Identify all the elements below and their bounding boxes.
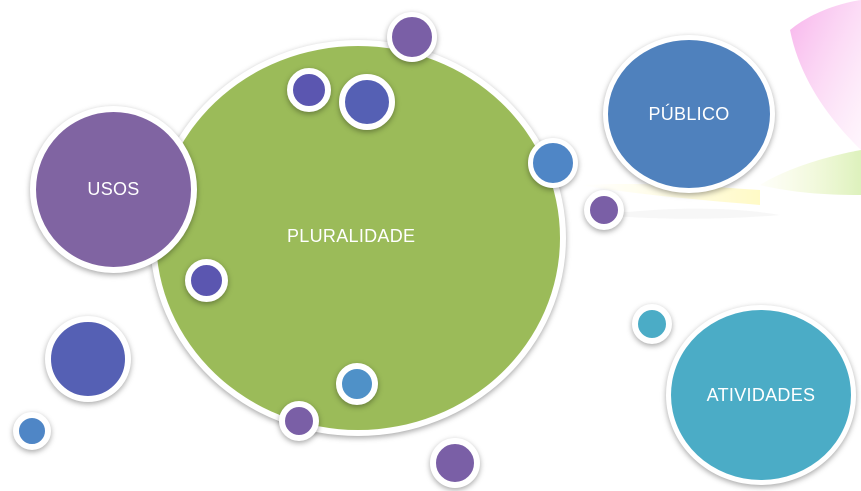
publico-circle: PÚBLICO — [603, 35, 775, 193]
small-purple-circle — [430, 438, 480, 488]
faint-petal — [600, 208, 780, 219]
small-blue-circle — [528, 138, 578, 188]
pluralidade-label: PLURALIDADE — [287, 226, 416, 246]
pink-petal — [790, 0, 861, 150]
small-blue-circle — [13, 412, 51, 450]
usos-circle: USOS — [30, 106, 197, 273]
publico-label: PÚBLICO — [648, 103, 730, 124]
atividades-label: ATIVIDADES — [706, 384, 816, 405]
small-indigo-circle — [185, 259, 228, 302]
small-purple-circle — [279, 401, 319, 441]
small-blue-circle — [336, 363, 378, 405]
small-purple-circle — [387, 12, 437, 62]
atividades-circle: ATIVIDADES — [666, 305, 856, 485]
small-indigo-circle — [287, 68, 331, 112]
usos-label: USOS — [87, 179, 140, 199]
small-purple-circle — [584, 190, 624, 230]
medium-indigo-circle — [45, 316, 131, 402]
green-petal — [760, 150, 861, 195]
small-indigo-circle — [339, 74, 395, 130]
small-teal-circle — [632, 304, 672, 344]
